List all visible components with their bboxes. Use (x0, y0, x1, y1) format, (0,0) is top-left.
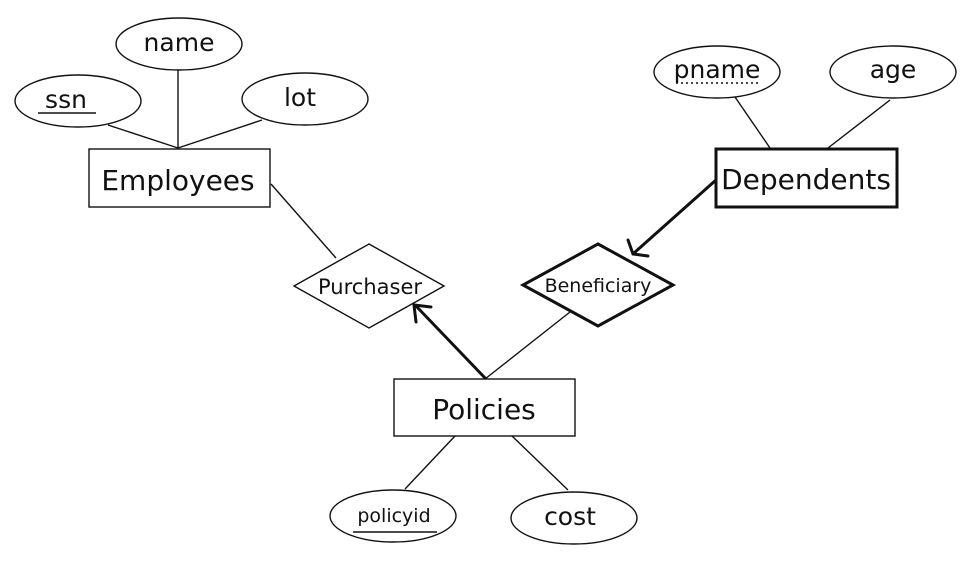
relationship-beneficiary-label: Beneficiary (545, 275, 652, 297)
attribute-pname-ellipse (653, 45, 781, 99)
relationship-beneficiary-diamond (519, 242, 677, 328)
connector-policies-cost (511, 435, 569, 491)
entity-policies-label: Policies (432, 393, 536, 426)
arrow-dependents-beneficiary (632, 178, 718, 255)
connectors (107, 70, 891, 491)
attribute-lot: lot (241, 72, 369, 126)
relationship-purchaser: Purchaser (292, 243, 446, 329)
attribute-lot-ellipse (241, 72, 369, 126)
entity-dependents: Dependents (714, 147, 899, 209)
attribute-age: age (829, 45, 957, 99)
arrowhead-beneficiary (626, 238, 650, 258)
attribute-age-ellipse (829, 45, 957, 99)
attribute-age-label: age (870, 55, 917, 84)
connector-pname-dependents (734, 96, 771, 149)
connector-ssn-employees (107, 124, 179, 149)
attribute-name-ellipse (115, 17, 243, 71)
connector-age-dependents (827, 99, 891, 149)
entity-policies-box (393, 378, 576, 437)
attribute-ssn: ssn (14, 74, 142, 128)
relationship-purchaser-label: Purchaser (318, 275, 422, 299)
arrows (412, 178, 718, 381)
arrowhead-purchaser (412, 303, 433, 324)
attribute-policyid-ellipse (329, 489, 457, 543)
connector-policies-policyid (404, 435, 456, 490)
entity-policies: Policies (393, 378, 576, 437)
entity-employees-label: Employees (101, 164, 254, 197)
attribute-policyid-label: policyid (357, 505, 430, 527)
relationship-beneficiary: Beneficiary (519, 242, 677, 328)
connector-lot-employees (177, 119, 263, 149)
connector-employees-purchaser (270, 183, 337, 259)
entity-employees: Employees (88, 148, 271, 208)
attribute-cost-label: cost (544, 502, 596, 531)
attribute-cost-ellipse (510, 491, 638, 545)
attribute-name-label: name (144, 28, 215, 57)
attribute-cost: cost (510, 491, 638, 545)
attribute-ssn-label: ssn (45, 85, 87, 114)
attribute-name: name (115, 17, 243, 71)
arrow-policies-purchaser (414, 304, 488, 381)
attribute-policyid: policyid (329, 489, 457, 543)
entity-dependents-label: Dependents (721, 163, 891, 196)
connector-beneficiary-policies (484, 311, 571, 380)
entity-dependents-box (714, 147, 899, 209)
attribute-pname: pname (653, 45, 781, 99)
relationship-purchaser-diamond (292, 243, 446, 329)
attribute-pname-label: pname (674, 55, 761, 84)
entity-employees-box (88, 148, 271, 208)
attribute-ssn-ellipse (14, 74, 142, 128)
attribute-lot-label: lot (284, 83, 316, 112)
